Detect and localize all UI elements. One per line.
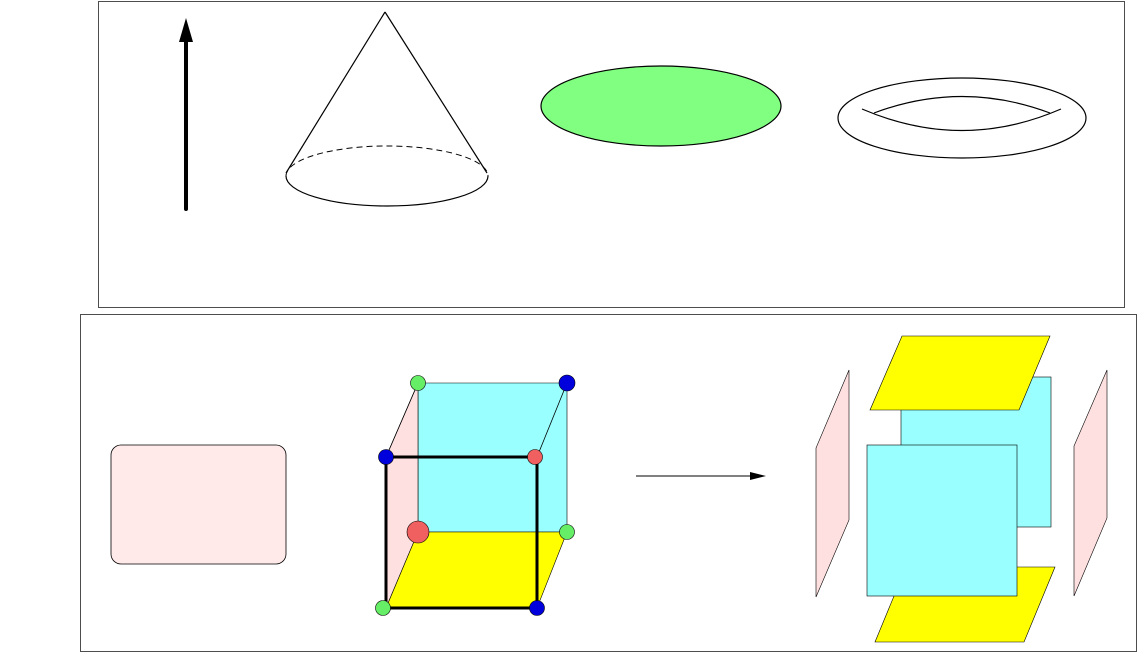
exploded-right-pink-face bbox=[1073, 369, 1108, 597]
cone-base-back-dashed bbox=[285, 145, 489, 177]
exploded-cube-faces bbox=[815, 335, 1108, 643]
vertex-back-top-right bbox=[558, 374, 576, 392]
vertical-arrow bbox=[179, 18, 193, 211]
cone bbox=[285, 11, 489, 207]
vertical-arrow-head bbox=[179, 18, 193, 42]
vertex-front-top-right bbox=[527, 449, 543, 465]
torus bbox=[837, 77, 1087, 159]
cone-base-front bbox=[285, 175, 489, 207]
torus-inner-lower bbox=[861, 108, 1062, 132]
cube-front-face-frame bbox=[384, 455, 539, 610]
cube-with-colored-faces bbox=[375, 374, 576, 616]
green-ellipse bbox=[540, 65, 782, 147]
cube-edge-top-right-depth bbox=[536, 382, 568, 458]
vertex-back-bottom-right bbox=[559, 524, 575, 540]
vertex-front-top-left bbox=[378, 449, 394, 465]
exploded-front-cyan-face bbox=[866, 444, 1018, 597]
cone-right-edge bbox=[384, 11, 488, 174]
vertex-front-bottom-right bbox=[529, 600, 545, 616]
cube-edge-top-left-depth bbox=[385, 382, 419, 458]
exploded-top-yellow-face bbox=[869, 335, 1051, 411]
cone-left-edge bbox=[285, 11, 386, 174]
torus-outer bbox=[837, 77, 1087, 159]
cube-bottom-face bbox=[385, 531, 568, 609]
vertex-back-bottom-left bbox=[406, 520, 430, 544]
transition-arrow-head bbox=[750, 472, 766, 480]
vertex-front-bottom-left bbox=[375, 600, 391, 616]
torus-inner-upper bbox=[873, 95, 1051, 114]
transition-arrow bbox=[636, 472, 766, 480]
vertex-back-top-left bbox=[410, 375, 426, 391]
exploded-left-pink-face bbox=[815, 369, 850, 598]
pink-rounded-rectangle bbox=[110, 444, 287, 565]
